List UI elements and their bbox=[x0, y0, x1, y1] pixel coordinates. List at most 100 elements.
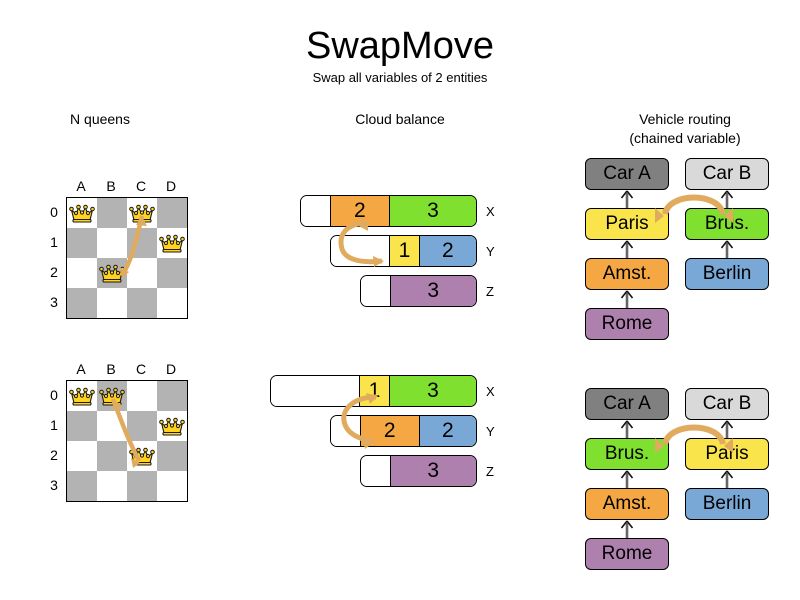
page-subtitle: Swap all variables of 2 entities bbox=[312, 70, 488, 85]
swap-arrow-vrp-before bbox=[655, 194, 733, 223]
board-cell-D2[interactable] bbox=[157, 441, 187, 471]
cloud-computer-label-Z: Z bbox=[486, 284, 494, 299]
chessboard[interactable] bbox=[66, 197, 188, 319]
page-title: SwapMove bbox=[306, 25, 494, 67]
file-label-A: A bbox=[76, 178, 86, 194]
chain-arrow-up bbox=[620, 240, 634, 270]
queen-A0[interactable] bbox=[69, 203, 95, 223]
rank-label-1: 1 bbox=[50, 234, 58, 250]
swap-arrow-cloud-before bbox=[338, 220, 384, 267]
vrp-node-amst[interactable]: Amst. bbox=[585, 258, 669, 290]
chain-arrow-up bbox=[620, 290, 634, 320]
swap-arrow-cloud-after bbox=[341, 393, 378, 449]
cloud-free-space bbox=[301, 196, 331, 226]
board-cell-B0[interactable] bbox=[97, 198, 127, 228]
vrp-node-paris[interactable]: Paris bbox=[585, 208, 669, 240]
cloud-process-2[interactable]: 2 bbox=[360, 416, 420, 446]
chain-arrow-up bbox=[620, 190, 634, 220]
cloud-process-1[interactable]: 1 bbox=[390, 236, 420, 266]
rank-label-2: 2 bbox=[50, 264, 58, 280]
board-cell-A1[interactable] bbox=[67, 411, 97, 441]
queen-D1[interactable] bbox=[159, 416, 185, 436]
cloud-process-2[interactable]: 2 bbox=[419, 416, 476, 446]
vrp-node-car-a[interactable]: Car A bbox=[585, 388, 669, 420]
chain-arrow-up bbox=[720, 420, 734, 450]
cloud-bar-Z[interactable]: 3 bbox=[360, 455, 477, 487]
cloud-free-space bbox=[361, 456, 391, 486]
chessboard[interactable] bbox=[66, 380, 188, 502]
board-cell-C3[interactable] bbox=[127, 471, 157, 501]
board-cell-C2[interactable] bbox=[127, 258, 157, 288]
file-label-B: B bbox=[106, 178, 116, 194]
board-cell-D3[interactable] bbox=[157, 288, 187, 318]
queen-C0[interactable] bbox=[129, 203, 155, 223]
rank-label-3: 3 bbox=[50, 294, 58, 310]
cloud-process-2[interactable]: 2 bbox=[330, 196, 390, 226]
rank-label-3: 3 bbox=[50, 477, 58, 493]
cloud-computer-label-Z: Z bbox=[486, 464, 494, 479]
board-cell-B3[interactable] bbox=[97, 288, 127, 318]
rank-label-0: 0 bbox=[50, 204, 58, 220]
board-cell-B2[interactable] bbox=[97, 441, 127, 471]
board-cell-B3[interactable] bbox=[97, 471, 127, 501]
board-cell-D3[interactable] bbox=[157, 471, 187, 501]
cloud-process-3[interactable]: 3 bbox=[390, 456, 476, 486]
vrp-node-rome[interactable]: Rome bbox=[585, 308, 669, 340]
swap-arrow-nqueens-after bbox=[110, 398, 142, 468]
vrp-node-car-a[interactable]: Car A bbox=[585, 158, 669, 190]
rank-label-0: 0 bbox=[50, 387, 58, 403]
board-cell-D2[interactable] bbox=[157, 258, 187, 288]
board-cell-A3[interactable] bbox=[67, 471, 97, 501]
cloud-process-2[interactable]: 2 bbox=[419, 236, 476, 266]
cloud-process-3[interactable]: 3 bbox=[390, 276, 476, 306]
vrp-node-berlin[interactable]: Berlin bbox=[685, 488, 769, 520]
queen-B0[interactable] bbox=[99, 386, 125, 406]
cloud-process-3[interactable]: 3 bbox=[389, 376, 476, 406]
cloud-process-3[interactable]: 3 bbox=[390, 196, 476, 226]
vrp-node-brus[interactable]: Brus. bbox=[685, 208, 769, 240]
rank-label-1: 1 bbox=[50, 417, 58, 433]
vrp-node-car-b[interactable]: Car B bbox=[685, 388, 769, 420]
cloud-process-1[interactable]: 1 bbox=[360, 376, 390, 406]
cloud-computer-label-Y: Y bbox=[486, 244, 495, 259]
vrp-node-rome[interactable]: Rome bbox=[585, 538, 669, 570]
board-cell-A1[interactable] bbox=[67, 228, 97, 258]
cloud-computer-label-X: X bbox=[486, 384, 495, 399]
board-cell-A2[interactable] bbox=[67, 441, 97, 471]
file-label-C: C bbox=[135, 361, 147, 377]
vrp-node-amst[interactable]: Amst. bbox=[585, 488, 669, 520]
vrp-node-car-b[interactable]: Car B bbox=[685, 158, 769, 190]
cloud-computer-label-Y: Y bbox=[486, 424, 495, 439]
board-cell-D0[interactable] bbox=[157, 381, 187, 411]
column-header-vehicle-routing: Vehicle routing (chained variable) bbox=[600, 110, 770, 148]
board-cell-C3[interactable] bbox=[127, 288, 157, 318]
file-label-D: D bbox=[165, 361, 177, 377]
file-label-C: C bbox=[135, 178, 147, 194]
cloud-free-space bbox=[361, 276, 391, 306]
column-header-nqueens: N queens bbox=[70, 111, 130, 127]
board-cell-D0[interactable] bbox=[157, 198, 187, 228]
vrp-node-berlin[interactable]: Berlin bbox=[685, 258, 769, 290]
queen-B2[interactable] bbox=[99, 263, 125, 283]
vrp-header-line1: Vehicle routing bbox=[639, 111, 731, 127]
chain-arrow-up bbox=[620, 420, 634, 450]
vrp-header-line2: (chained variable) bbox=[629, 130, 741, 146]
board-cell-B1[interactable] bbox=[97, 228, 127, 258]
board-cell-C0[interactable] bbox=[127, 381, 157, 411]
rank-label-2: 2 bbox=[50, 447, 58, 463]
cloud-bar-Z[interactable]: 3 bbox=[360, 275, 477, 307]
board-cell-A3[interactable] bbox=[67, 288, 97, 318]
board-cell-C1[interactable] bbox=[127, 411, 157, 441]
queen-A0[interactable] bbox=[69, 386, 95, 406]
board-cell-A2[interactable] bbox=[67, 258, 97, 288]
queen-D1[interactable] bbox=[159, 233, 185, 253]
